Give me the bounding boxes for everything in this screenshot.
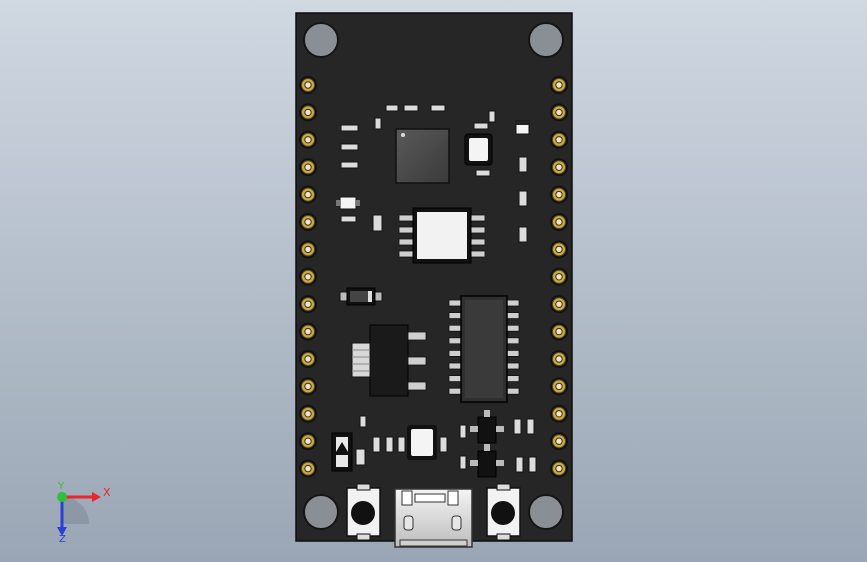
soic8-flash-chip bbox=[398, 207, 486, 264]
voltage-regulator bbox=[351, 324, 427, 397]
smd-lower-parts bbox=[359, 415, 537, 473]
header-pins-right bbox=[550, 76, 568, 478]
soic16-usb-uart-chip bbox=[448, 295, 520, 403]
micro-usb-connector bbox=[394, 488, 473, 548]
push-button-right bbox=[486, 483, 521, 541]
axis-label-x: X bbox=[103, 486, 111, 499]
header-pins-left bbox=[299, 76, 317, 478]
smd-small-parts bbox=[340, 104, 528, 243]
diode bbox=[339, 287, 383, 306]
axis-label-z: Z bbox=[59, 534, 66, 545]
axis-triad: X Y Z bbox=[57, 481, 111, 545]
mounting-hole-top-right bbox=[528, 22, 564, 58]
transistors bbox=[470, 410, 504, 478]
schottky-diode bbox=[331, 432, 366, 472]
led-left bbox=[339, 196, 357, 210]
push-button-left bbox=[346, 483, 381, 541]
qfn-microcontroller bbox=[395, 128, 450, 184]
axis-label-y: Y bbox=[57, 481, 65, 492]
mounting-holes bbox=[303, 22, 564, 530]
mounting-hole-bottom-left bbox=[303, 494, 339, 530]
mounting-hole-top-left bbox=[303, 22, 339, 58]
mounting-hole-bottom-right bbox=[528, 494, 564, 530]
